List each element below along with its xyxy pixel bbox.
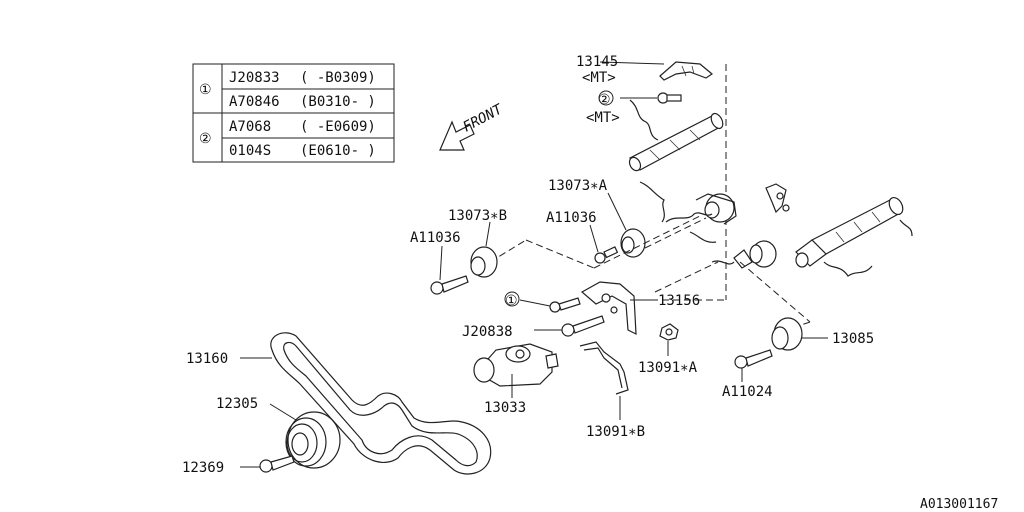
legend-range-3: ( -E0609) xyxy=(300,119,376,135)
label-circle-2: ② xyxy=(598,92,611,108)
tensioner-part xyxy=(473,343,559,398)
idler-b-part xyxy=(470,221,498,278)
camshaft-lower-part xyxy=(795,196,904,268)
front-label: FRONT xyxy=(460,101,506,136)
bolt-j20838-part xyxy=(534,315,605,337)
label-mt-2: <MT> xyxy=(586,110,620,126)
legend-range-4: (E0610- ) xyxy=(300,143,376,159)
idler-right-part xyxy=(733,240,777,269)
legend-range-1: ( -B0309) xyxy=(300,70,376,86)
label-13145: 13145 xyxy=(576,54,618,70)
legend-code-2: A70846 xyxy=(229,94,280,110)
front-arrow-icon: FRONT xyxy=(439,101,506,151)
label-12369: 12369 xyxy=(182,460,224,476)
legend-code-4: 0104S xyxy=(229,143,271,159)
legend-table: ① ② J20833 ( -B0309) A70846 (B0310- ) A7… xyxy=(192,63,395,163)
bolt-12369-part xyxy=(240,455,295,473)
bolt-mt-part xyxy=(598,90,682,106)
bolt-a11024-part xyxy=(734,349,773,382)
label-13073a: 13073∗A xyxy=(548,178,608,194)
diagram-id: A013001167 xyxy=(920,497,998,512)
label-13033: 13033 xyxy=(484,400,526,416)
label-13160: 13160 xyxy=(186,351,228,367)
label-a11036-mid: A11036 xyxy=(546,210,597,226)
crank-pulley-part xyxy=(269,403,341,469)
timing-belt-part xyxy=(240,332,492,475)
bracket-small-part xyxy=(765,183,790,214)
belt-cover-part xyxy=(599,61,714,81)
label-12305: 12305 xyxy=(216,396,258,412)
label-13085: 13085 xyxy=(832,331,874,347)
legend-range-2: (B0310- ) xyxy=(300,94,376,110)
legend-code-1: J20833 xyxy=(229,70,280,86)
label-a11024: A11024 xyxy=(722,384,773,400)
label-13091b: 13091∗B xyxy=(586,424,645,440)
label-circle-1: ① xyxy=(505,293,518,309)
legend-symbol-1: ① xyxy=(199,82,212,98)
label-13156: 13156 xyxy=(658,293,700,309)
circle-1-marker xyxy=(504,291,520,307)
label-a11036-left: A11036 xyxy=(410,230,461,246)
label-mt-1: <MT> xyxy=(582,70,616,86)
idler-a-part xyxy=(607,192,646,258)
label-j20838: J20838 xyxy=(462,324,513,340)
legend-symbol-2: ② xyxy=(199,131,212,147)
label-13091a: 13091∗A xyxy=(638,360,698,376)
legend-code-3: A7068 xyxy=(229,119,271,135)
nut-13091a-part xyxy=(659,323,679,356)
cam-pulley-part xyxy=(695,193,737,225)
bolt-circle1-part xyxy=(504,291,581,313)
tensioner-bracket-part xyxy=(580,281,654,335)
bolt-a11036-left-part xyxy=(430,245,469,295)
label-13073b: 13073∗B xyxy=(448,208,507,224)
circle-2-marker xyxy=(598,90,614,106)
idler-13085-part xyxy=(771,317,828,351)
bolt-a11036-mid-part xyxy=(589,224,619,264)
camshaft-upper-part xyxy=(628,112,724,172)
rod-13091b-part xyxy=(579,341,629,420)
